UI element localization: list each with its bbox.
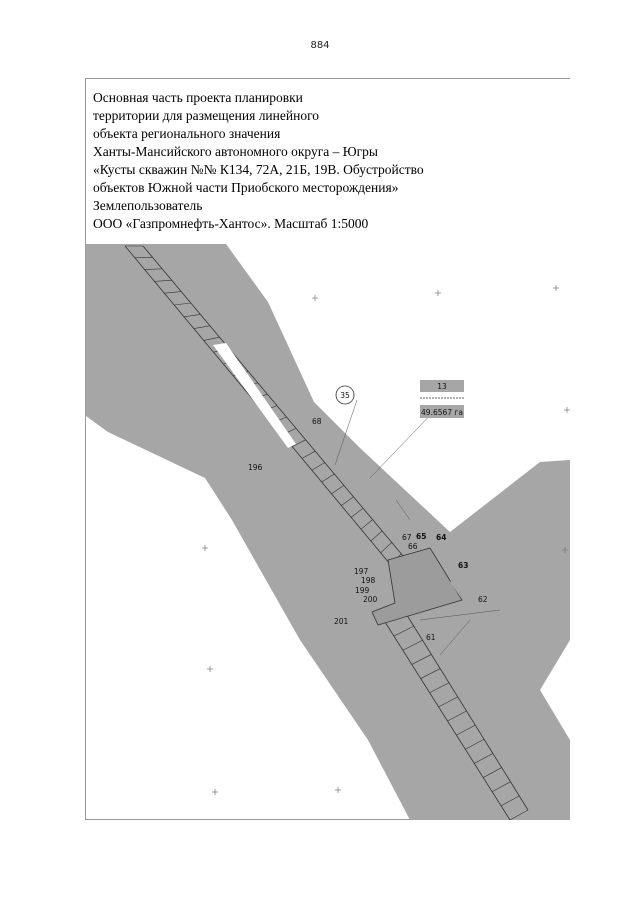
- pipeline-rung: [154, 279, 172, 282]
- point-label-65: 65: [416, 532, 426, 541]
- pipeline-rung: [402, 640, 423, 651]
- circle-marker: [335, 385, 355, 405]
- header-line: Ханты-Мансийского автономного округа – Ю…: [93, 144, 378, 159]
- header-line: территории для размещения линейного: [93, 108, 320, 123]
- pipeline-rung: [393, 625, 414, 637]
- header-line: «Кусты скважин №№ К134, 72А, 21Б, 19В. О…: [93, 162, 424, 177]
- grid-crosses: [202, 285, 570, 795]
- pipeline-rung: [411, 654, 432, 665]
- circle-marker-label: 35: [340, 391, 350, 400]
- parcel-box-top-label: 13: [437, 382, 447, 391]
- pipeline-rung: [350, 507, 364, 518]
- pipeline-rung: [447, 710, 467, 722]
- header-line: Землепользователь: [93, 198, 203, 213]
- header-line: ООО «Газпромнефть-Хантос». Масштаб 1:500…: [93, 216, 369, 231]
- pipeline-rung: [292, 439, 306, 447]
- point-label-63: 63: [458, 561, 468, 570]
- pipeline-rung: [491, 781, 511, 792]
- pipeline-rung: [509, 809, 529, 820]
- point-label-197: 197: [354, 567, 369, 576]
- point-label-64: 64: [436, 533, 446, 542]
- map-frame: [85, 78, 570, 820]
- pipeline-rung: [321, 473, 335, 483]
- point-label-67: 67: [402, 533, 412, 542]
- pipeline-rung: [360, 519, 373, 530]
- header-line: объектов Южной части Приобского месторож…: [93, 180, 399, 195]
- pipeline-rung: [483, 767, 502, 778]
- point-label-198: 198: [361, 576, 376, 585]
- junction-block: [371, 547, 463, 626]
- point-label-196: 196: [248, 463, 263, 472]
- pipeline-rung: [164, 291, 182, 294]
- header-line: Основная часть проекта планировки: [93, 90, 303, 105]
- left-notch: [295, 598, 305, 612]
- point-label-66: 66: [408, 542, 418, 551]
- header-line: объекта регионального значения: [93, 126, 281, 141]
- pipeline-rung: [144, 268, 163, 270]
- pipeline-rung: [370, 530, 383, 542]
- point-label-199: 199: [355, 586, 370, 595]
- point-label-62: 62: [478, 595, 488, 604]
- pipeline-rung: [380, 542, 392, 554]
- pipeline-rung: [500, 795, 520, 807]
- pipeline-rung: [203, 336, 220, 341]
- point-label-200: 200: [363, 595, 378, 604]
- pipeline-rung: [429, 682, 450, 693]
- page-number: 884: [310, 40, 330, 51]
- pipeline-rung: [193, 325, 211, 329]
- pipeline-rung: [465, 739, 485, 750]
- parcel-box: [420, 380, 464, 418]
- point-label-61: 61: [426, 633, 436, 642]
- pipeline-rung: [438, 696, 458, 708]
- white-notch: [213, 343, 296, 448]
- pipeline-rung: [183, 314, 201, 318]
- pipeline-rung: [311, 462, 325, 471]
- pipeline-rung: [341, 496, 354, 506]
- parcel-box-bottom-label: 49.6567 га: [421, 408, 463, 417]
- pipeline-rung: [420, 668, 441, 679]
- pipeline-rung: [474, 753, 493, 764]
- pipeline-rung: [174, 302, 191, 306]
- point-label-68: 68: [312, 417, 322, 426]
- pipeline-rung: [456, 724, 476, 736]
- point-label-201: 201: [334, 617, 349, 626]
- header-block: Основная часть проекта планировки террит…: [93, 89, 563, 233]
- pipeline-rung: [331, 485, 345, 495]
- pipeline-rung: [301, 450, 316, 459]
- branch-band: [450, 500, 570, 625]
